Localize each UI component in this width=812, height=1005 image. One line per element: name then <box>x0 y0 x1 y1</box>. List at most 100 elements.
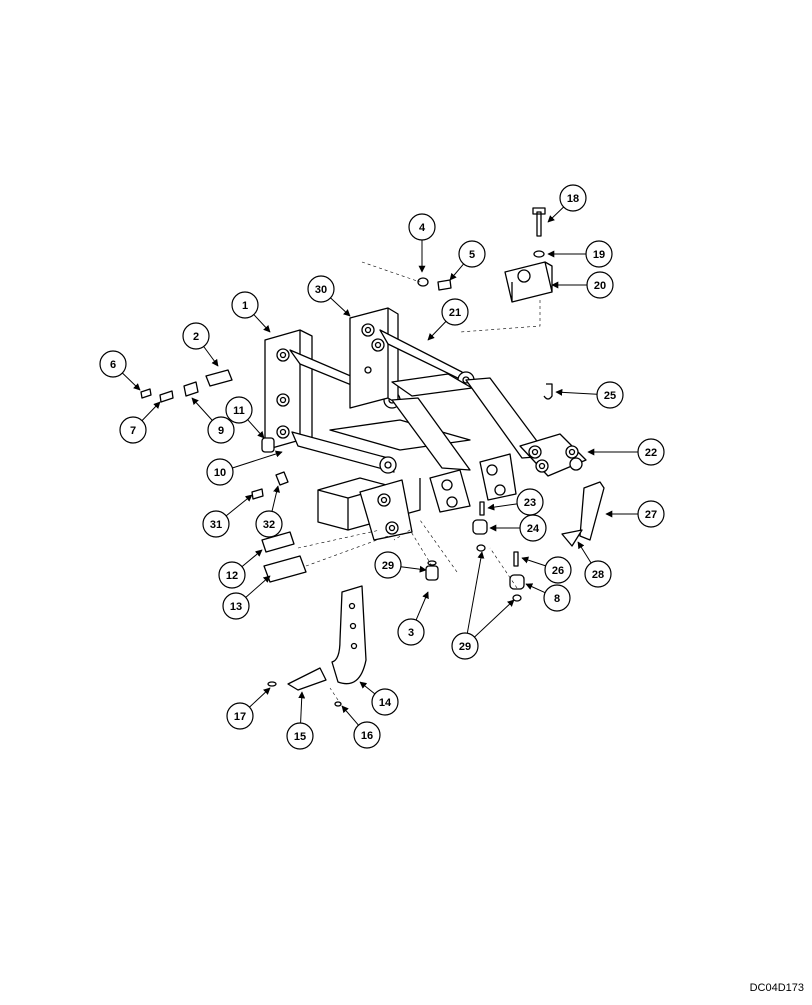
callout-number: 2 <box>193 331 199 343</box>
screw-6 <box>140 388 152 399</box>
callout-13: 13 <box>222 592 250 620</box>
callout-25: 25 <box>596 381 624 409</box>
lower-link-left <box>291 431 395 473</box>
callout-circle <box>353 721 381 749</box>
callout-23: 23 <box>516 488 544 516</box>
callout-number: 25 <box>604 390 616 402</box>
ripper-assembly-drawing <box>140 207 605 707</box>
callout-number: 20 <box>594 280 606 292</box>
leader-arrow-18 <box>547 206 564 223</box>
callout-number: 15 <box>294 731 306 743</box>
bolt-5 <box>437 279 452 291</box>
pin-13 <box>263 555 307 583</box>
callout-number: 22 <box>645 447 657 459</box>
callout-circle <box>119 416 147 444</box>
callout-number: 19 <box>593 249 605 261</box>
drawing-reference-code: DC04D173 <box>749 982 804 994</box>
callout-circle <box>99 350 127 378</box>
callout-number: 3 <box>408 627 414 639</box>
bolt-26 <box>513 551 519 567</box>
pin-12 <box>261 531 295 553</box>
bolt-31 <box>251 488 264 500</box>
assembly-lines <box>297 261 541 701</box>
callout-circle <box>543 584 571 612</box>
leader-arrow-13 <box>245 575 271 598</box>
pin-16 <box>334 701 342 707</box>
ripper-tip-15 <box>287 667 327 691</box>
leader-arrow-15 <box>298 691 306 724</box>
callout-2: 2 <box>182 322 210 350</box>
bushing-8 <box>509 574 525 590</box>
callout-circle <box>307 275 335 303</box>
shank-holder-left <box>359 479 413 541</box>
shank-27 <box>579 481 605 541</box>
callout-number: 13 <box>230 601 242 613</box>
callout-number: 30 <box>315 284 327 296</box>
callout-circle <box>559 184 587 212</box>
leader-arrow-29 <box>400 565 427 573</box>
leader-arrow-32 <box>271 485 280 512</box>
tip-28 <box>561 529 583 547</box>
callout-22: 22 <box>637 438 665 466</box>
callout-18: 18 <box>559 184 587 212</box>
callout-number: 21 <box>449 307 461 319</box>
callout-circle <box>585 240 613 268</box>
leader-arrow-29 <box>474 599 515 638</box>
callout-4: 4 <box>408 213 436 241</box>
leader-arrow-1 <box>253 314 271 333</box>
callout-circle <box>218 561 246 589</box>
callout-number: 26 <box>552 565 564 577</box>
callout-circle <box>586 271 614 299</box>
leader-arrow-5 <box>449 263 464 281</box>
callout-circle <box>206 458 234 486</box>
leader-lines <box>122 206 638 726</box>
clip-pin-25 <box>543 383 553 400</box>
callout-27: 27 <box>637 500 665 528</box>
callout-number: 16 <box>361 730 373 742</box>
callout-29: 29 <box>374 551 402 579</box>
washer-19 <box>533 250 545 258</box>
callout-11: 11 <box>225 396 253 424</box>
leader-arrow-31 <box>225 494 253 517</box>
retainer-9 <box>183 381 199 397</box>
callout-circle <box>637 438 665 466</box>
callout-number: 27 <box>645 509 657 521</box>
callout-15: 15 <box>286 722 314 750</box>
leader-arrow-10 <box>232 450 283 469</box>
washer-4 <box>417 277 429 287</box>
callout-circle <box>596 381 624 409</box>
leader-arrow-26 <box>521 556 546 567</box>
leader-arrow-23 <box>487 503 518 511</box>
callout-16: 16 <box>353 721 381 749</box>
leader-arrow-25 <box>555 388 598 396</box>
leader-arrow-11 <box>247 419 265 439</box>
callout-circle <box>225 396 253 424</box>
callout-20: 20 <box>586 271 614 299</box>
callout-number: 18 <box>567 193 579 205</box>
callout-circle <box>637 500 665 528</box>
leader-arrow-3 <box>415 591 429 621</box>
plate-32 <box>275 471 289 486</box>
callout-circle <box>451 632 479 660</box>
callout-number: 4 <box>419 222 426 234</box>
callout-circle <box>519 514 547 542</box>
callout-circle <box>441 298 469 326</box>
callout-circle <box>286 722 314 750</box>
callout-number: 29 <box>459 641 471 653</box>
callout-5: 5 <box>458 240 486 268</box>
callout-circle <box>231 291 259 319</box>
callout-number: 14 <box>379 697 392 709</box>
callout-number: 7 <box>130 425 136 437</box>
callout-29: 29 <box>451 632 479 660</box>
callout-circle <box>222 592 250 620</box>
callout-21: 21 <box>441 298 469 326</box>
shank-holder-mid <box>429 469 471 513</box>
main-arm-1 <box>391 397 471 471</box>
callout-number: 9 <box>218 425 224 437</box>
callout-14: 14 <box>371 688 399 716</box>
callout-number: 8 <box>554 593 560 605</box>
bolt-23 <box>479 501 485 516</box>
callout-31: 31 <box>202 510 230 538</box>
